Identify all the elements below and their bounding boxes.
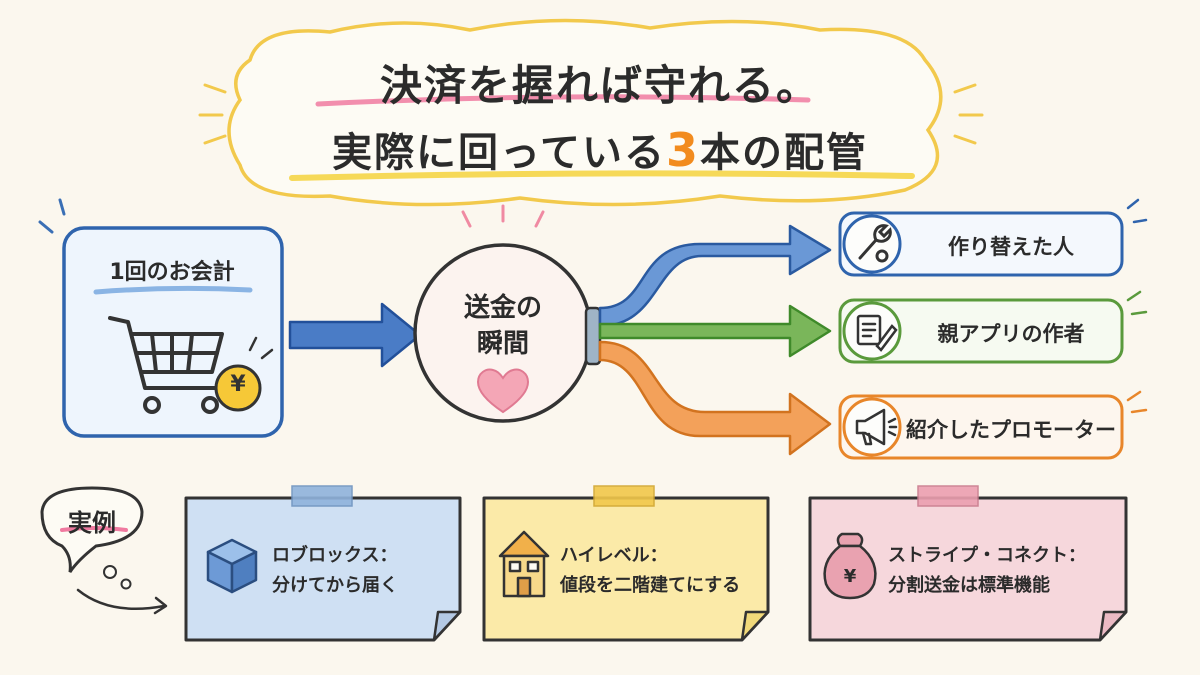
note-3-title: ストライプ・コネクト： [888, 545, 1086, 566]
title-line-2: 実際に回っている3本の配管 [300, 120, 900, 178]
wrench-gear-icon [858, 224, 892, 263]
examples-pointer-arrowhead [153, 596, 168, 615]
center-label: 送金の 瞬間 [428, 290, 578, 362]
note-3-body: 分割送金は標準機能 [888, 575, 1050, 596]
note-2-tape [593, 485, 655, 507]
note-2-title: ハイレベル： [560, 545, 668, 566]
pipe-connector [584, 306, 602, 366]
source-sparkles [38, 198, 66, 234]
title-cloud [227, 18, 943, 207]
cube-icon [206, 538, 258, 594]
money-bag-yen-symbol: ¥ [843, 566, 857, 587]
examples-underline [60, 526, 128, 532]
title-sparkles [198, 83, 984, 145]
recipient-1-sparkles [1126, 198, 1148, 224]
note-1-title: ロブロックス： [272, 545, 398, 566]
source-label-underline [93, 285, 253, 295]
coin-yen-symbol: ¥ [230, 372, 246, 397]
shopping-cart-icon [108, 316, 224, 414]
center-label-line-1: 送金の [463, 293, 542, 323]
center-label-line-2: 瞬間 [476, 329, 529, 359]
recipient-label-1: 作り替えた人 [948, 235, 1074, 259]
title-number: 3 [665, 123, 700, 177]
thought-dot-2 [120, 578, 132, 590]
thought-dot-1 [103, 565, 117, 579]
note-3-tape [917, 485, 979, 507]
title-line-2-prefix: 実際に回っている [331, 130, 666, 176]
source-label: 1回のお会計 [109, 260, 235, 285]
recipient-card-3 [838, 394, 1124, 460]
source-to-center-arrow [288, 302, 422, 368]
examples-label: 実例 [68, 509, 116, 537]
yen-coin-icon [214, 364, 262, 412]
recipient-2-sparkles [1126, 290, 1148, 316]
note-1-body: 分けてから届く [272, 575, 398, 596]
recipient-label-2: 親アプリの作者 [937, 322, 1085, 346]
note-2-body: 値段を二階建てにする [560, 575, 741, 596]
note-1-tape [291, 485, 353, 507]
note-1-fold [432, 610, 462, 642]
coin-sparkles [248, 336, 274, 360]
note-3-fold [1098, 610, 1128, 642]
pipe-to-recipient-1 [598, 224, 832, 328]
title-line-1: 決済を握れば守れる。 [379, 61, 820, 110]
megaphone-icon [855, 408, 898, 446]
title-underline-pink [315, 94, 811, 107]
house-icon [498, 530, 550, 598]
heart-icon [476, 368, 530, 414]
examples-pointer-arrow [76, 588, 166, 611]
money-bag-icon [823, 532, 877, 600]
recipient-card-2 [838, 298, 1124, 364]
center-sparkles [461, 204, 545, 228]
title-line-2-suffix: 本の配管 [700, 130, 868, 176]
pipe-to-recipient-2 [598, 304, 832, 358]
recipient-card-1 [838, 211, 1124, 277]
recipient-label-3: 紹介したプロモーター [906, 418, 1116, 442]
title-underline-yellow [289, 170, 915, 181]
recipient-icon-circle-3 [842, 397, 902, 457]
recipient-3-sparkles [1126, 390, 1148, 414]
pipe-to-recipient-3 [598, 340, 832, 456]
document-pencil-icon [856, 314, 898, 352]
note-2-fold [740, 610, 770, 642]
